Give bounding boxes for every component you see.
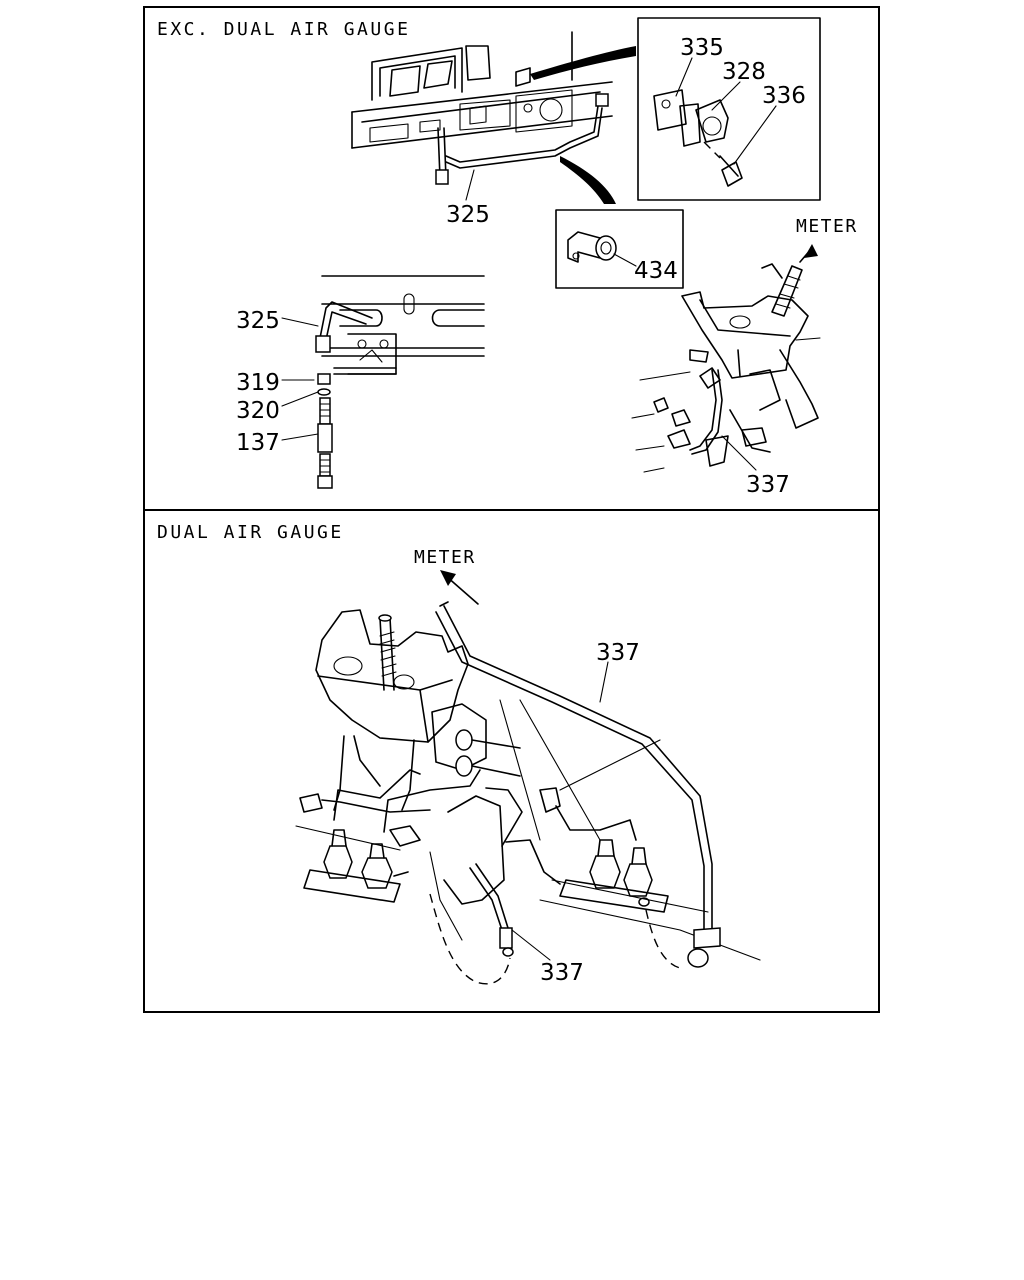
frame-rail-drawing — [321, 275, 485, 375]
clip-drawing — [567, 231, 617, 263]
detail-box-clip — [555, 209, 684, 289]
meter-label-bottom: METER — [414, 547, 476, 568]
callout-335: 335 — [680, 35, 724, 61]
callout-320: 320 — [236, 398, 280, 424]
dashboard-bracket-drawing — [351, 31, 636, 204]
callout-337-bottom-upper: 337 — [596, 640, 640, 666]
callout-336: 336 — [762, 83, 806, 109]
callout-325-left: 325 — [236, 308, 280, 334]
callout-434: 434 — [634, 258, 678, 284]
callout-319: 319 — [236, 370, 280, 396]
callout-325-top: 325 — [446, 202, 490, 228]
callout-337-bottom-lower: 337 — [540, 960, 584, 986]
panel-title-bottom: DUAL AIR GAUGE — [157, 522, 344, 543]
callout-337-top: 337 — [746, 472, 790, 498]
brake-valve-drawing-bottom — [295, 601, 761, 985]
tube-325-fitting-drawing — [315, 301, 373, 489]
panel-title-top: EXC. DUAL AIR GAUGE — [157, 19, 410, 40]
connector-block-drawing — [653, 89, 743, 187]
callout-328: 328 — [722, 59, 766, 85]
meter-label-top: METER — [796, 216, 858, 237]
brake-valve-drawing-top — [631, 244, 821, 473]
panel-exc-dual-air-gauge: EXC. DUAL AIR GAUGE — [157, 17, 858, 498]
detail-box-connector — [637, 17, 821, 201]
panel-dual-air-gauge: DUAL AIR GAUGE METER — [157, 522, 761, 986]
callout-137: 137 — [236, 430, 280, 456]
meter-arrow-bottom — [440, 570, 479, 605]
